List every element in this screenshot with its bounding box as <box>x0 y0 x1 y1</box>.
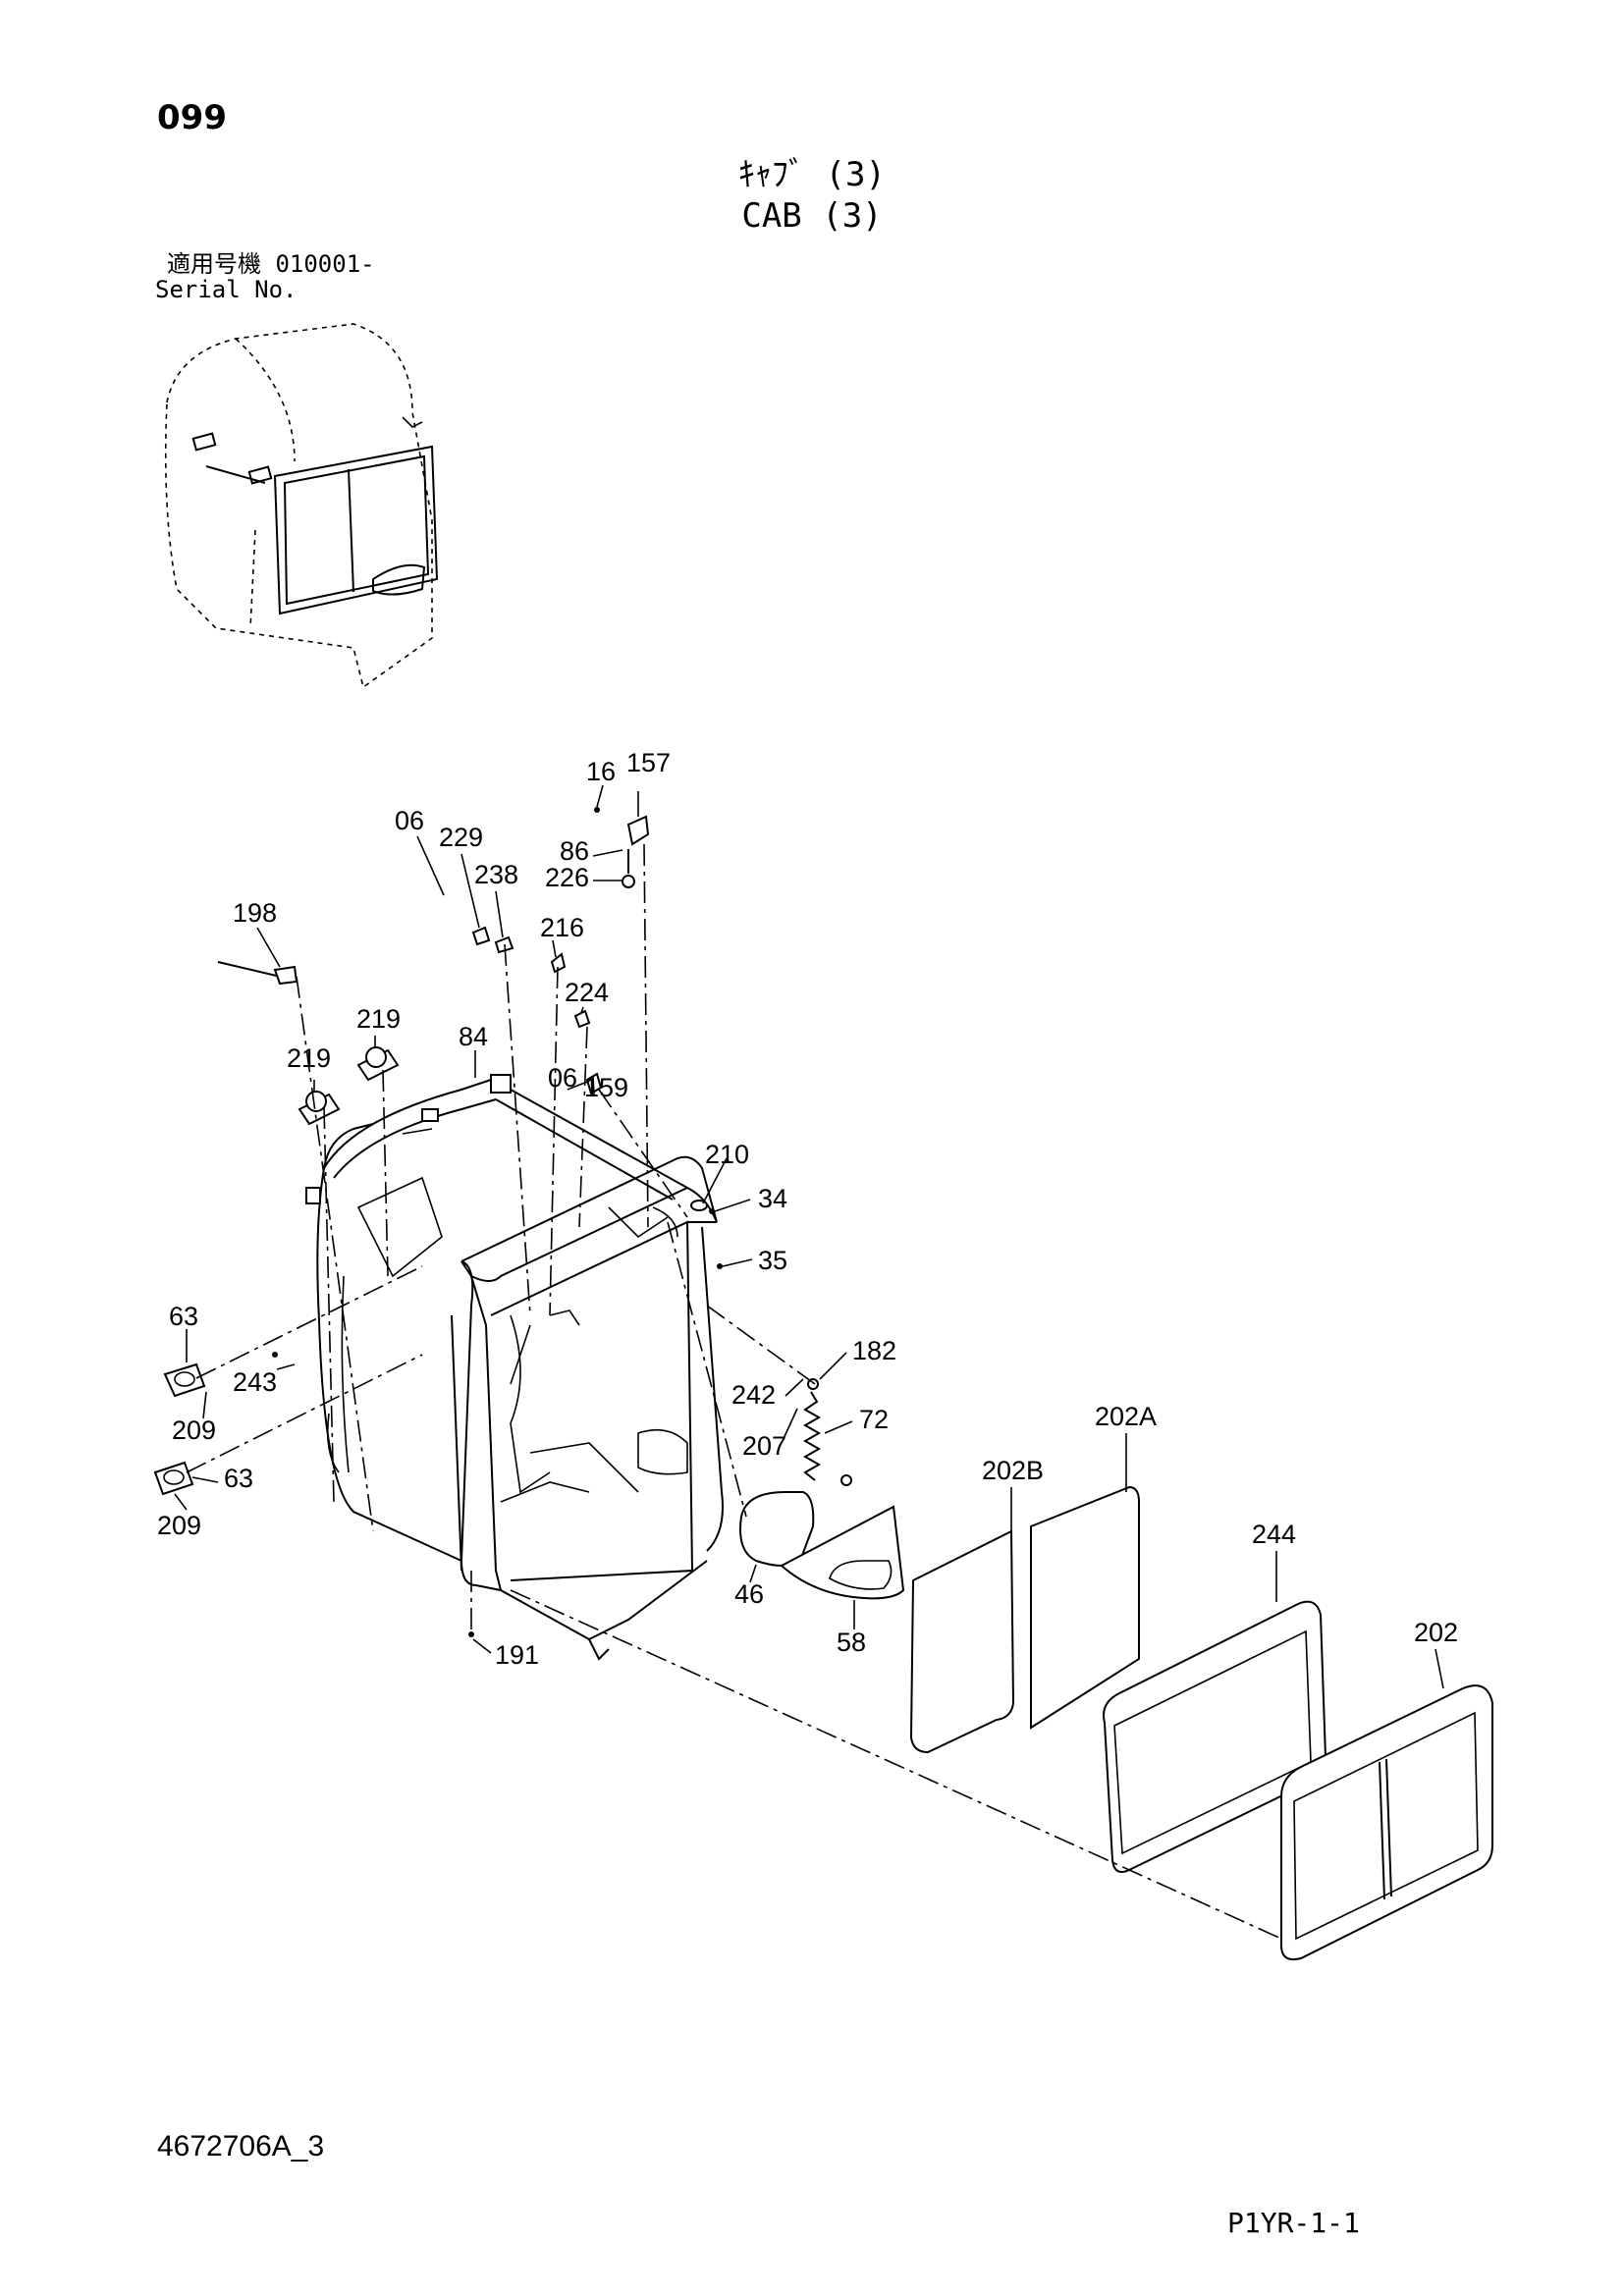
callout-16: 16 <box>586 757 616 786</box>
callout-209-upper: 209 <box>172 1415 216 1445</box>
callout-216: 216 <box>540 913 584 942</box>
glass-panels <box>739 1485 1493 1961</box>
callout-182: 182 <box>852 1336 896 1365</box>
callout-219-upper: 219 <box>356 1004 401 1034</box>
callout-63-upper: 63 <box>169 1302 198 1331</box>
callout-244: 244 <box>1252 1520 1296 1549</box>
callout-34: 34 <box>758 1184 787 1213</box>
part-46-glass <box>739 1491 815 1567</box>
callout-35: 35 <box>758 1246 787 1275</box>
callout-238: 238 <box>474 860 518 889</box>
callout-242: 242 <box>731 1380 776 1410</box>
callout-63-lower: 63 <box>224 1464 253 1493</box>
callout-202A: 202A <box>1095 1402 1157 1431</box>
callout-198: 198 <box>233 898 277 928</box>
callout-191: 191 <box>495 1640 539 1670</box>
leader-lines <box>174 784 1444 1689</box>
title-english: CAB (3) <box>741 196 883 236</box>
callout-226: 226 <box>545 863 589 892</box>
callout-210: 210 <box>705 1140 749 1169</box>
callout-86: 86 <box>560 836 589 866</box>
callout-159: 159 <box>584 1073 628 1102</box>
callout-46: 46 <box>734 1579 764 1609</box>
cab-frame-body <box>305 1074 724 1661</box>
serial-label-japanese: 適用号機 010001- <box>167 250 375 278</box>
callout-06-top: 06 <box>395 806 424 835</box>
callout-202: 202 <box>1414 1618 1458 1647</box>
serial-label-english: Serial No. <box>155 276 298 303</box>
small-parts <box>153 807 852 1637</box>
drawing-id: 4672706A_3 <box>157 2130 325 2163</box>
callout-219-lower: 219 <box>287 1043 331 1073</box>
callout-06-mid: 06 <box>548 1063 577 1093</box>
callout-58: 58 <box>837 1628 866 1657</box>
callout-207: 207 <box>742 1431 786 1461</box>
callout-84: 84 <box>459 1022 488 1051</box>
page-number: 099 <box>157 98 227 137</box>
cab-overview-thumbnail <box>164 323 439 689</box>
callout-202B: 202B <box>982 1456 1044 1485</box>
callout-209-lower: 209 <box>157 1511 201 1540</box>
callout-229: 229 <box>439 823 483 852</box>
callout-72: 72 <box>859 1405 889 1434</box>
page-code: P1YR-1-1 <box>1227 2207 1360 2239</box>
callout-labels: 16 157 06 229 86 226 238 216 198 224 219… <box>157 748 1458 1670</box>
callout-243: 243 <box>233 1367 277 1397</box>
assembly-lines <box>186 843 1282 1940</box>
title-japanese: ｷｬﾌﾞ (3) <box>738 155 886 194</box>
callout-224: 224 <box>565 978 609 1007</box>
callout-157: 157 <box>626 748 671 777</box>
